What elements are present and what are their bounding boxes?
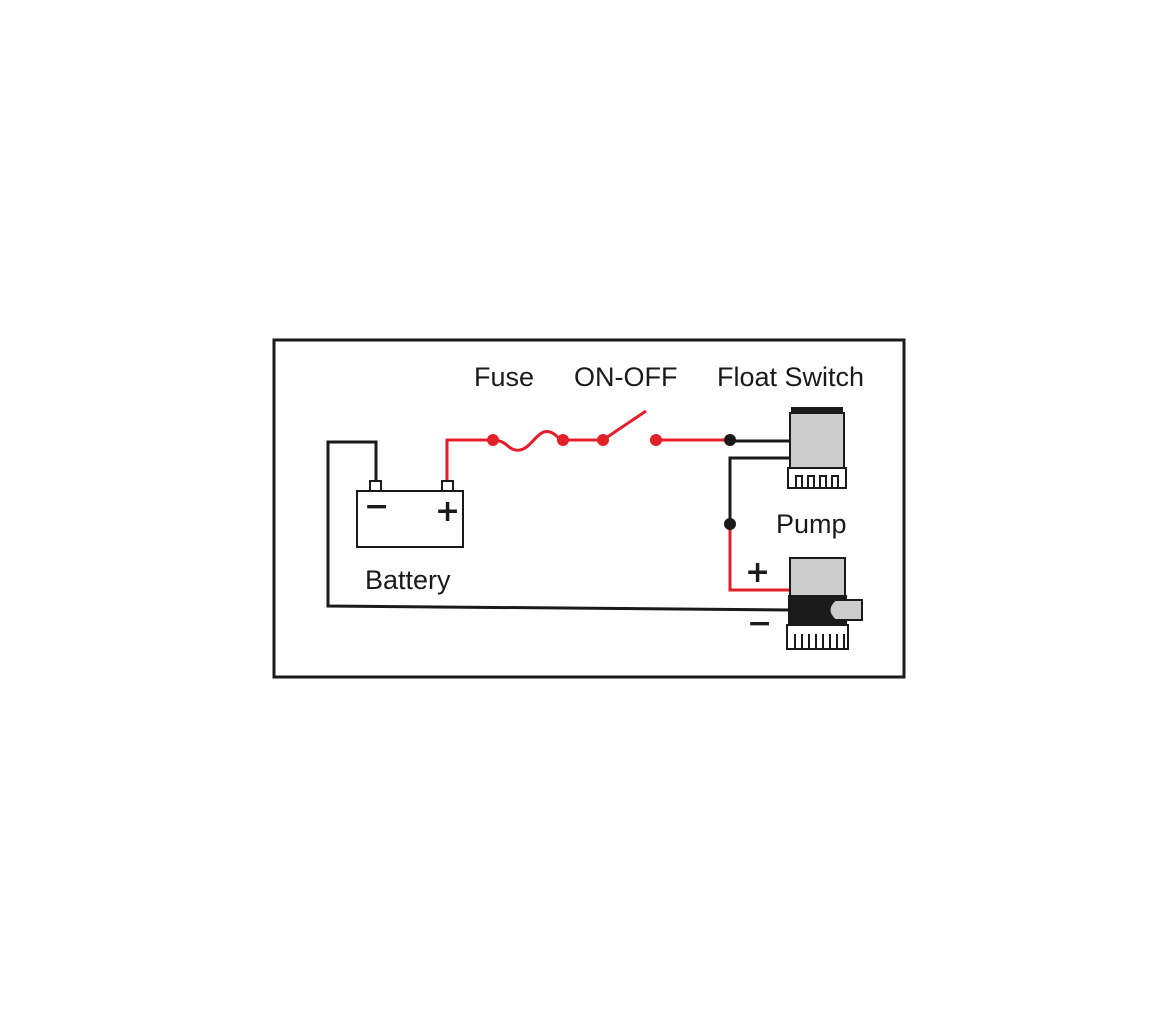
- float-switch-cap: [791, 407, 843, 414]
- on-off-label: ON-OFF: [574, 362, 677, 392]
- battery-body: [356, 490, 464, 548]
- pump-negative-symbol: −: [747, 606, 772, 641]
- battery-positive-symbol: +: [435, 494, 460, 529]
- negative-wire-battery-to-pump: [326, 440, 791, 612]
- fuse-label: Fuse: [474, 362, 534, 392]
- pump-top-housing: [789, 557, 846, 597]
- pump-strainer-base: [786, 624, 849, 650]
- battery-negative-symbol: −: [364, 489, 389, 524]
- float-switch-slots: [795, 475, 839, 488]
- bilge-pump: + −: [745, 555, 863, 650]
- battery: − +: [356, 480, 464, 548]
- diagram-frame: [272, 338, 906, 679]
- float-switch-body: [789, 412, 845, 469]
- pump-junction-dot: [724, 518, 736, 530]
- pump-outlet-nozzle: [828, 599, 863, 621]
- float-junction-dot: [724, 434, 736, 446]
- battery-label: Battery: [365, 565, 451, 595]
- positive-wire-to-pump: [728, 524, 790, 592]
- on-off-switch-lever: [602, 409, 647, 442]
- pump-label: Pump: [776, 509, 847, 539]
- pump-positive-symbol: +: [745, 555, 770, 590]
- battery-negative-terminal: [369, 480, 382, 492]
- float-switch-label: Float Switch: [717, 362, 864, 392]
- fuse-symbol: [492, 430, 564, 452]
- fuse-terminal-right: [557, 434, 569, 446]
- pump-strainer-slots: [794, 634, 845, 649]
- positive-wire-battery-to-fuse: [445, 438, 493, 483]
- battery-positive-terminal: [441, 480, 454, 492]
- switch-terminal-left: [597, 434, 609, 446]
- fuse-terminal-left: [487, 434, 499, 446]
- float-switch: [787, 407, 847, 489]
- float-switch-to-pump-wire: [728, 456, 790, 524]
- switch-terminal-right: [650, 434, 662, 446]
